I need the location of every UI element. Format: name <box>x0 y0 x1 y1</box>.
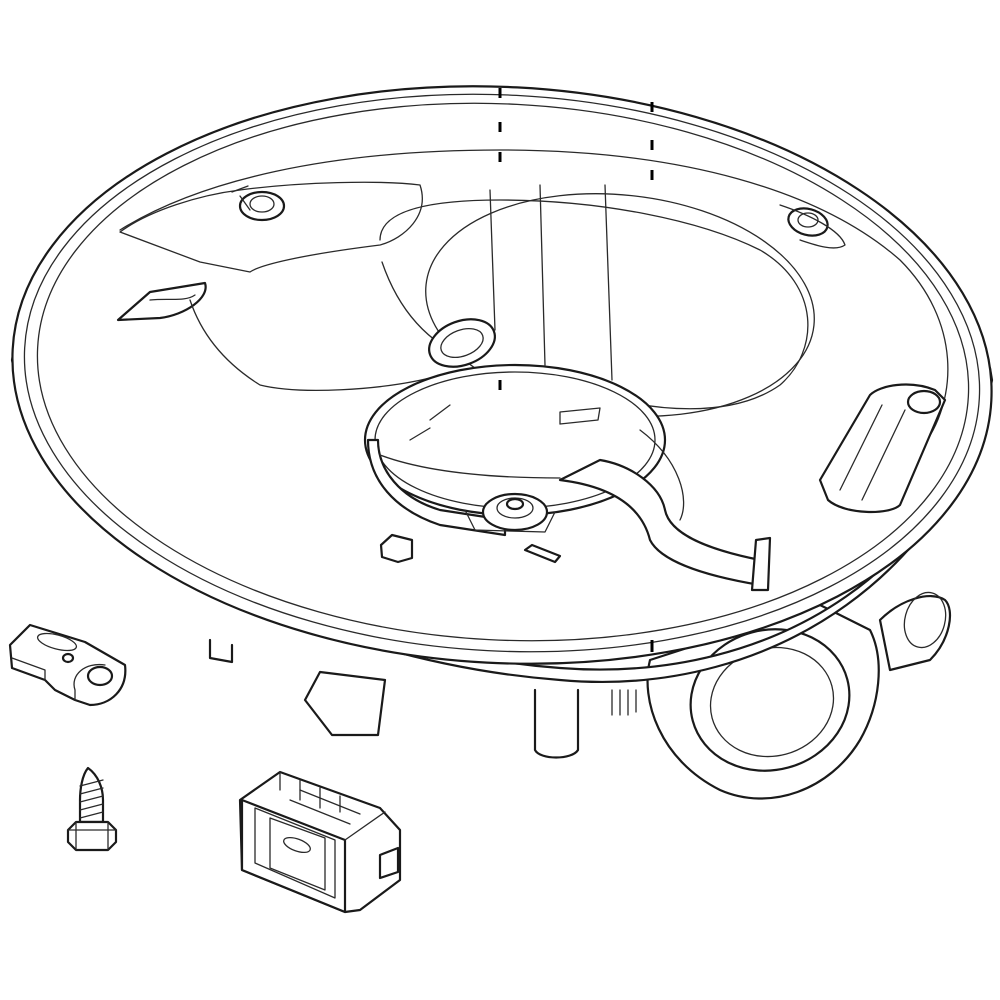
filter-pocket-left <box>116 181 431 391</box>
pump-housing <box>363 363 762 587</box>
filter-pocket-right <box>779 204 947 513</box>
sump-prong <box>750 536 772 592</box>
sump-inner-wall <box>119 149 949 451</box>
sump-legs <box>208 638 637 759</box>
sump-assembly <box>10 85 994 800</box>
connector-housing <box>238 770 402 914</box>
central-chamber <box>379 184 815 417</box>
mounting-bracket <box>8 623 127 707</box>
screw <box>66 766 118 852</box>
rim-registration-marks <box>498 88 654 652</box>
